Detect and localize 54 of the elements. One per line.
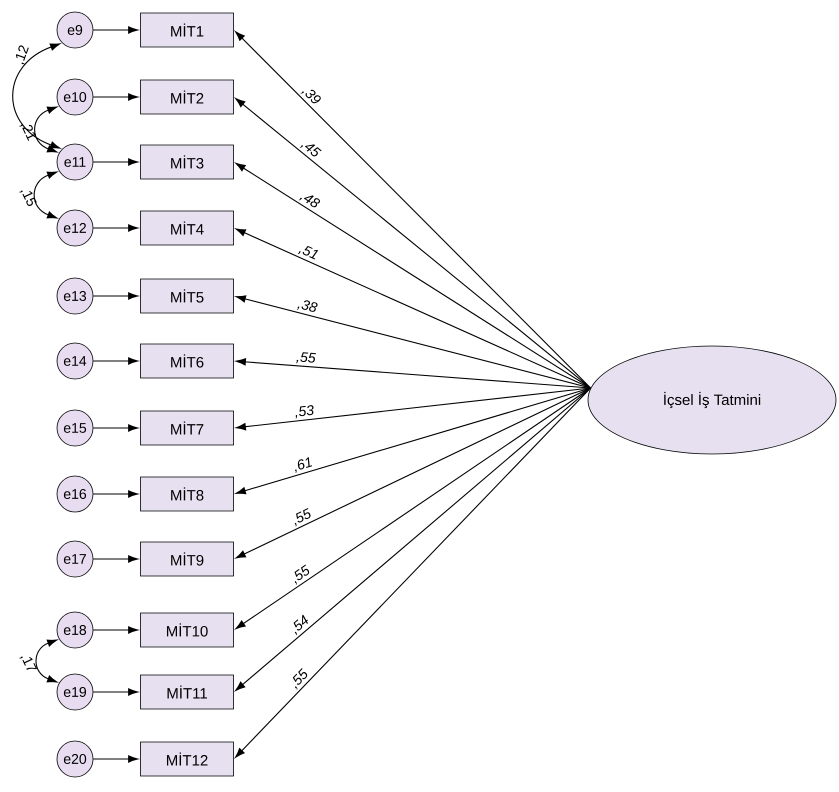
edge-label: ,55 bbox=[296, 352, 316, 364]
observed-box: MİT1 bbox=[140, 12, 234, 48]
arrow bbox=[93, 688, 138, 696]
edge-label: ,55 bbox=[292, 668, 308, 690]
arrow bbox=[93, 292, 138, 300]
observed-box: MİT9 bbox=[140, 542, 234, 576]
arrow bbox=[236, 162, 591, 388]
observed-box: MİT12 bbox=[140, 742, 234, 776]
covariance-arrow bbox=[34, 106, 58, 152]
arrow bbox=[236, 387, 591, 430]
covariance-arrow bbox=[12, 43, 60, 149]
observed-box: MİT11 bbox=[140, 674, 234, 710]
arrow bbox=[93, 490, 138, 498]
observed-box: MİT8 bbox=[140, 476, 234, 512]
arrow bbox=[236, 388, 591, 558]
arrow bbox=[93, 26, 138, 34]
edge-label: ,48 bbox=[298, 195, 320, 208]
observed-box: MİT7 bbox=[140, 410, 234, 446]
arrow bbox=[93, 626, 138, 634]
covariance-arrow bbox=[34, 172, 58, 218]
edge-label: ,51 bbox=[298, 246, 318, 260]
edge-label: ,55 bbox=[294, 564, 310, 585]
covariance-arrow bbox=[36, 640, 58, 682]
arrow bbox=[236, 358, 591, 389]
observed-box: MİT6 bbox=[140, 344, 234, 378]
edge-label: ,55 bbox=[294, 508, 311, 527]
observed-box: MİT4 bbox=[140, 210, 234, 246]
edge-label: ,17 bbox=[19, 656, 37, 670]
arrow bbox=[93, 755, 138, 763]
observed-box: MİT10 bbox=[140, 612, 234, 648]
arrow bbox=[236, 387, 591, 494]
arrow bbox=[93, 224, 138, 232]
arrow bbox=[235, 388, 591, 758]
arrow bbox=[235, 31, 591, 388]
arrow bbox=[236, 295, 591, 389]
edge-label: ,53 bbox=[296, 405, 314, 418]
arrow bbox=[93, 93, 138, 101]
observed-box: MİT5 bbox=[140, 278, 234, 314]
edge-label: ,61 bbox=[295, 457, 312, 474]
arrow bbox=[93, 357, 138, 365]
edge-label: ,39 bbox=[300, 90, 321, 104]
edge-label: ,38 bbox=[296, 300, 318, 312]
edge-label: ,45 bbox=[300, 144, 322, 156]
arrow bbox=[93, 424, 138, 432]
observed-box: MİT3 bbox=[140, 144, 234, 180]
arrow bbox=[93, 158, 138, 166]
arrow bbox=[236, 228, 591, 388]
arrow bbox=[93, 555, 138, 563]
arrow bbox=[235, 388, 591, 630]
arrow bbox=[235, 98, 591, 388]
observed-box: MİT2 bbox=[140, 80, 234, 114]
edge-label: ,54 bbox=[294, 614, 308, 636]
edge-label: ,12 bbox=[16, 45, 29, 65]
edge-label: ,15 bbox=[19, 190, 37, 206]
